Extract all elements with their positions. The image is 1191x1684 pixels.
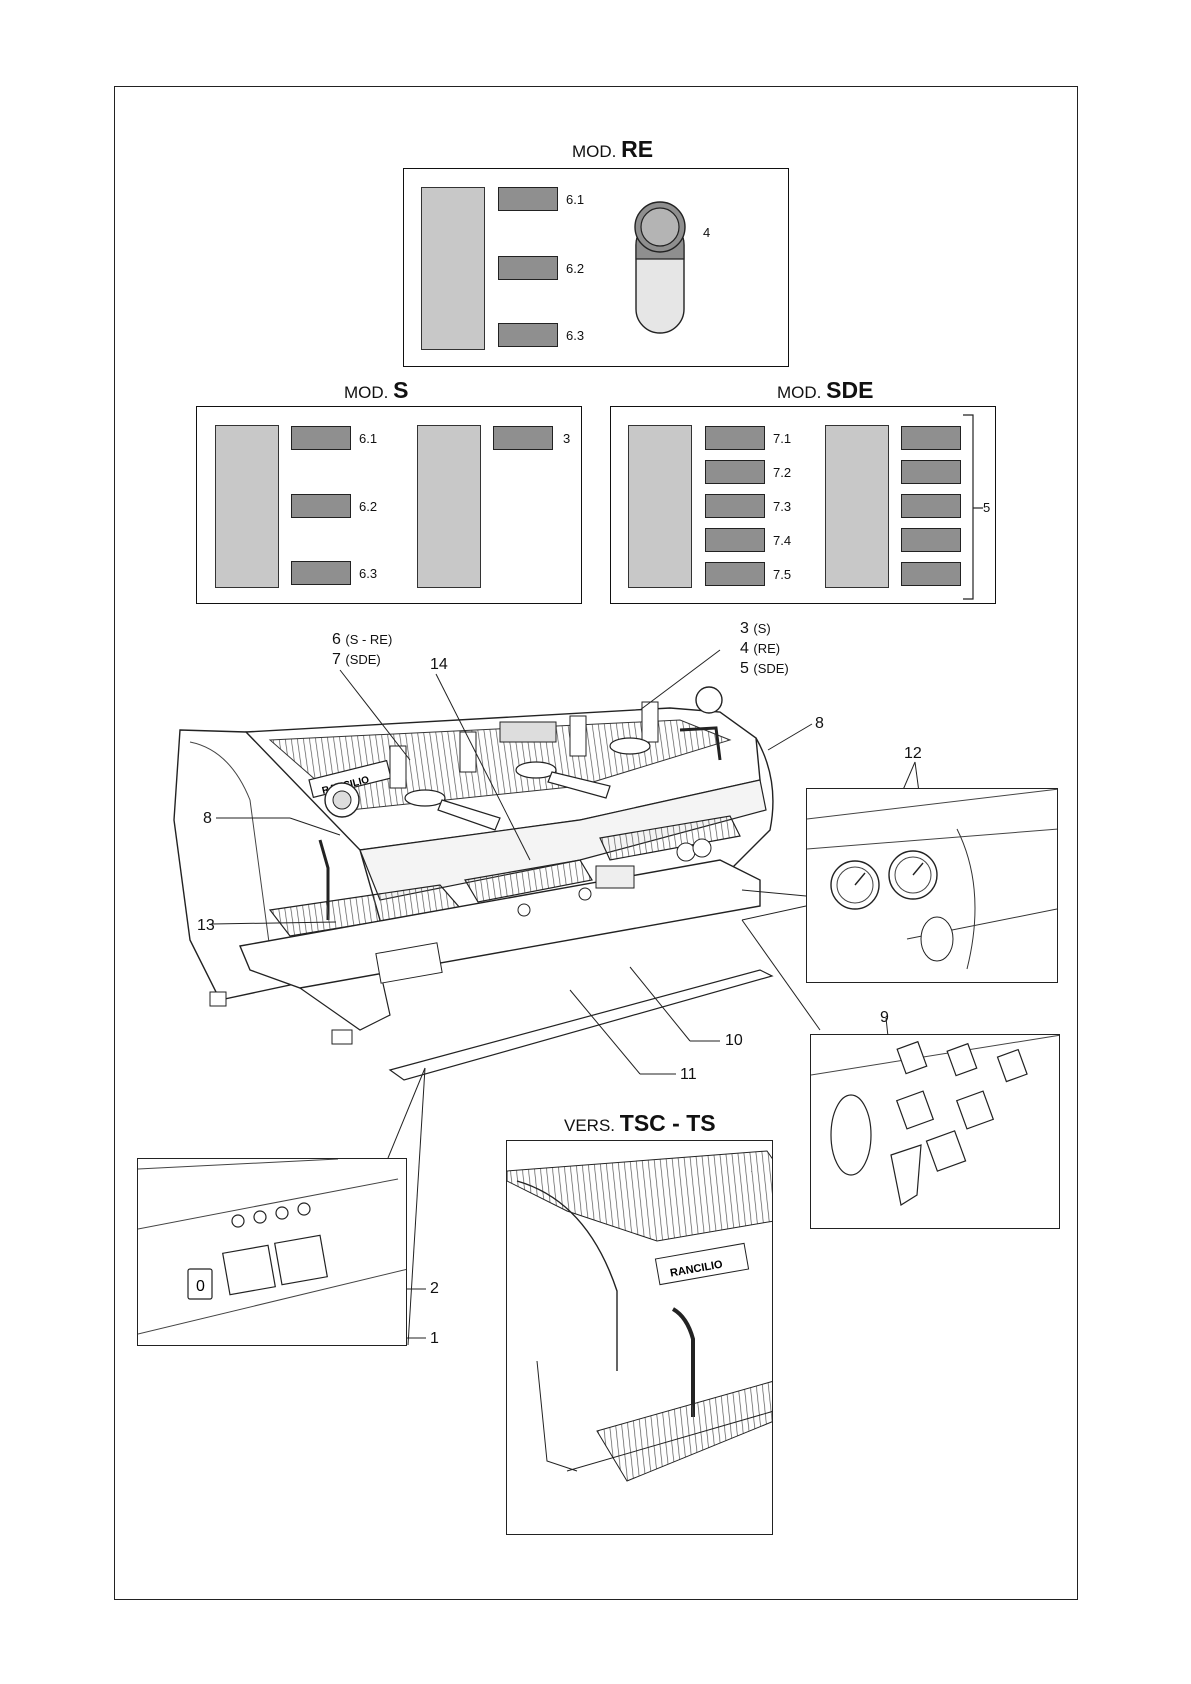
indicator-light-1-icon xyxy=(232,1215,244,1227)
indicator-light-2-icon xyxy=(254,1211,266,1223)
version-title: VERS. TSC - TS xyxy=(564,1110,716,1137)
indicator-light-3-icon xyxy=(276,1207,288,1219)
version-tsc-ts-inset: RANCILIO xyxy=(506,1140,773,1535)
valves-inset xyxy=(810,1034,1060,1229)
svg-text:0: 0 xyxy=(196,1278,205,1295)
main-switch-2-icon xyxy=(275,1235,328,1284)
gauges-inset xyxy=(806,788,1058,983)
switches-inset: 0 xyxy=(137,1158,407,1346)
main-switch-1-icon xyxy=(223,1245,276,1294)
indicator-light-4-icon xyxy=(298,1203,310,1215)
